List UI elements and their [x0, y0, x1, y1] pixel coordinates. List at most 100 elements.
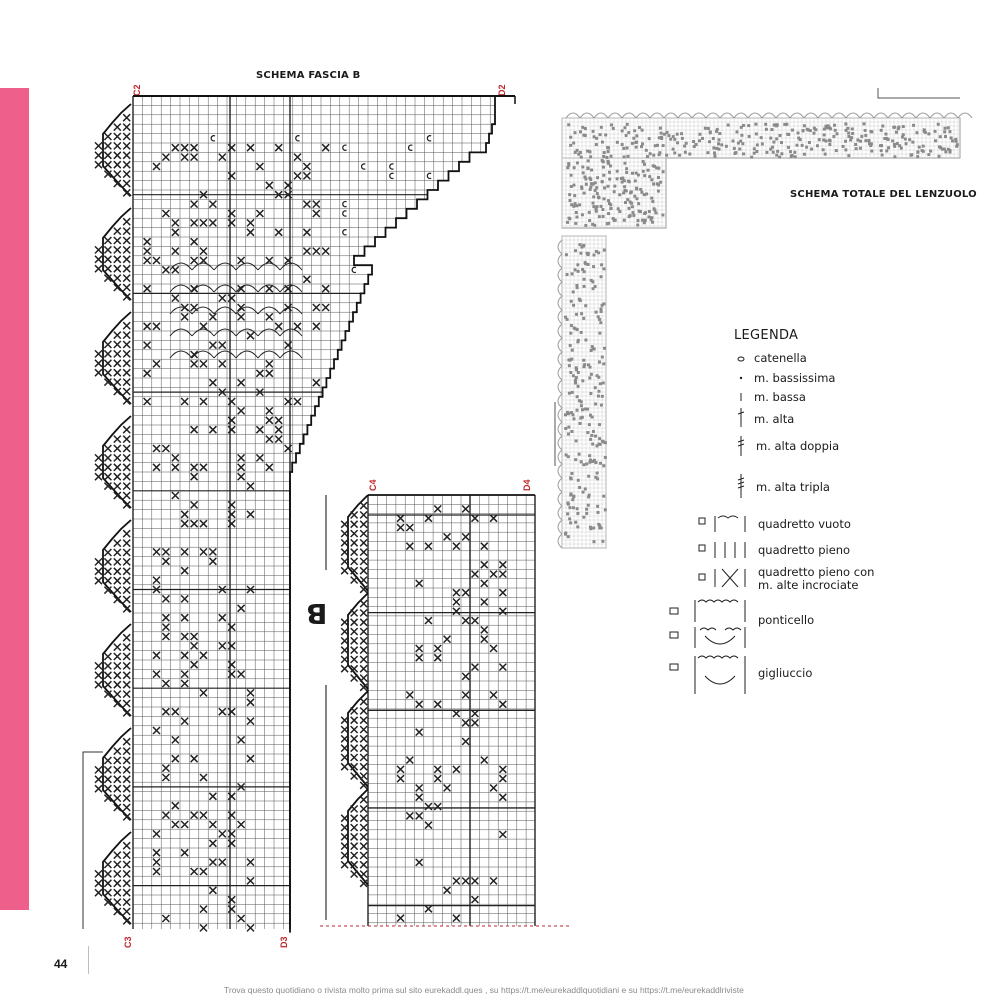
overview-pattern-cell: [629, 191, 633, 195]
filled-cell-mark: [340, 762, 349, 771]
filled-cell-mark: [122, 860, 131, 869]
overview-pattern-cell: [569, 521, 573, 525]
overview-pattern-cell: [577, 399, 581, 403]
overview-pattern-cell: [634, 186, 638, 190]
filled-cell-mark: [274, 228, 283, 237]
filled-cell-mark: [113, 435, 122, 444]
overview-pattern-cell: [592, 540, 596, 544]
overview-pattern-cell: [572, 183, 576, 187]
filled-cell-mark: [199, 688, 208, 697]
overview-pattern-cell: [592, 253, 596, 257]
filled-cell-mark: [113, 227, 122, 236]
filled-cell-mark: [489, 783, 498, 792]
crossed-cell-mark: [389, 172, 394, 180]
overview-pattern-cell: [917, 145, 921, 149]
overview-pattern-cell: [582, 365, 586, 369]
overview-pattern-cell: [938, 135, 942, 139]
filled-cell-mark: [489, 690, 498, 699]
overview-pattern-cell: [576, 370, 580, 374]
filled-cell-mark: [350, 725, 359, 734]
filled-cell-mark: [113, 151, 122, 160]
filled-cell-mark: [113, 123, 122, 132]
filled-cell-mark: [103, 463, 112, 472]
filled-cell-mark: [122, 576, 131, 585]
overview-pattern-cell: [602, 464, 606, 468]
overview-scallop: [705, 112, 721, 119]
filled-cell-mark: [340, 860, 349, 869]
lacet-arc: [279, 350, 303, 359]
overview-pattern-cell: [752, 147, 756, 151]
overview-pattern-cell: [609, 206, 613, 210]
filled-cell-mark: [470, 895, 479, 904]
overview-pattern-cell: [683, 144, 687, 148]
filled-cell-mark: [122, 690, 131, 699]
filled-cell-mark: [340, 664, 349, 673]
filled-cell-mark: [350, 753, 359, 762]
filled-cell-mark: [208, 547, 217, 556]
filled-cell-mark: [171, 228, 180, 237]
filled-cell-mark: [143, 247, 152, 256]
overview-pattern-cell: [812, 126, 816, 130]
overview-pattern-cell: [635, 134, 639, 138]
filled-cell-mark: [122, 387, 131, 396]
overview-pattern-cell: [620, 180, 624, 184]
overview-pattern-cell: [584, 223, 588, 227]
filled-cell-mark: [190, 350, 199, 359]
overview-pattern-cell: [774, 123, 778, 127]
filled-cell-mark: [122, 557, 131, 566]
overview-pattern-cell: [578, 299, 582, 303]
filled-cell-mark: [180, 679, 189, 688]
filled-cell-mark: [443, 532, 452, 541]
filled-cell-mark: [274, 416, 283, 425]
overview-pattern-cell: [660, 135, 664, 139]
filled-cell-mark: [143, 369, 152, 378]
overview-pattern-cell: [833, 123, 837, 127]
overview-pattern-cell: [912, 123, 916, 127]
overview-pattern-cell: [800, 143, 804, 147]
overview-pattern-cell: [814, 128, 818, 132]
legend-item-m-bassissima: m. bassissima: [754, 371, 836, 385]
overview-pattern-cell: [596, 195, 600, 199]
filled-cell-mark: [122, 595, 131, 604]
overview-pattern-cell: [623, 201, 627, 205]
filled-cell-mark: [94, 255, 103, 264]
filled-cell-mark: [94, 784, 103, 793]
overview-pattern-cell: [954, 139, 958, 143]
filled-cell-mark: [122, 869, 131, 878]
overview-pattern-cell: [651, 220, 655, 224]
filled-cell-mark: [350, 814, 359, 823]
overview-pattern-cell: [578, 243, 582, 247]
overview-pattern-cell: [599, 125, 603, 129]
filled-cell-mark: [255, 453, 264, 462]
overview-pattern-cell: [597, 389, 601, 393]
overview-pattern-cell: [669, 137, 673, 141]
overview-pattern-cell: [911, 140, 915, 144]
filled-cell-mark: [113, 491, 122, 500]
overview-pattern-cell: [592, 458, 596, 462]
filled-cell-mark: [103, 898, 112, 907]
overview-scallop: [789, 112, 805, 119]
overview-scallop: [943, 112, 959, 119]
overview-pattern-cell: [658, 126, 662, 130]
overview-pattern-cell: [570, 203, 574, 207]
overview-pattern-cell: [569, 492, 573, 496]
overview-pattern-cell: [570, 429, 574, 433]
overview-pattern-cell: [591, 222, 595, 226]
overview-pattern-cell: [580, 312, 584, 316]
overview-pattern-cell: [627, 131, 631, 135]
filled-cell-mark: [470, 718, 479, 727]
filled-cell-mark: [171, 294, 180, 303]
filled-cell-mark: [152, 322, 161, 331]
overview-pattern-cell: [620, 143, 624, 147]
scalloped-edge: [347, 592, 369, 690]
filled-cell-mark: [94, 775, 103, 784]
filled-cell-mark: [113, 453, 122, 462]
filled-cell-mark: [171, 247, 180, 256]
overview-pattern-cell: [591, 129, 595, 133]
crossed-cell-mark: [426, 172, 432, 180]
overview-pattern-cell: [625, 167, 629, 171]
filled-cell-mark: [433, 774, 442, 783]
filled-cell-mark: [103, 586, 112, 595]
filled-cell-mark: [498, 663, 507, 672]
